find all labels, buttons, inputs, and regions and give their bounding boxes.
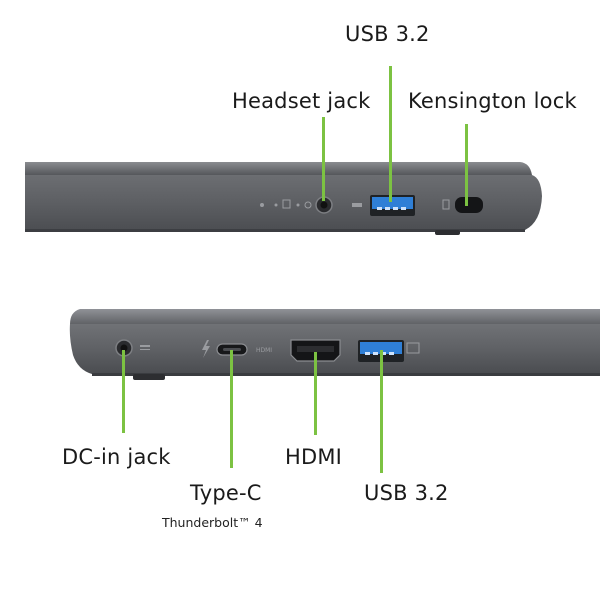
leader-kensington xyxy=(465,124,468,206)
bottom-port-icons xyxy=(140,340,420,358)
label-type-c: Type-C xyxy=(190,481,262,505)
top-lid xyxy=(25,162,532,175)
label-hdmi: HDMI xyxy=(285,445,343,469)
kensington-lock-slot xyxy=(455,197,483,213)
hdmi-mark: HDMI xyxy=(256,347,272,354)
label-usb-top: USB 3.2 xyxy=(345,22,430,46)
leader-headset xyxy=(322,117,325,201)
leader-usb-top xyxy=(389,66,392,202)
laptop-left-side-view: HDMI xyxy=(69,309,600,380)
leader-hdmi xyxy=(314,352,317,435)
label-dc-in-jack: DC-in jack xyxy=(62,445,171,469)
laptop-right-side-view xyxy=(25,162,542,235)
bottom-lid xyxy=(70,309,600,324)
label-headset-jack: Headset jack xyxy=(232,89,371,113)
label-thunderbolt: Thunderbolt™ 4 xyxy=(162,515,263,530)
top-port-icons xyxy=(260,199,450,210)
label-kensington-lock: Kensington lock xyxy=(408,89,577,113)
leader-typec xyxy=(230,350,233,468)
label-usb-bottom: USB 3.2 xyxy=(364,481,449,505)
leader-dcin xyxy=(122,350,125,433)
leader-usb-bottom xyxy=(380,350,383,473)
